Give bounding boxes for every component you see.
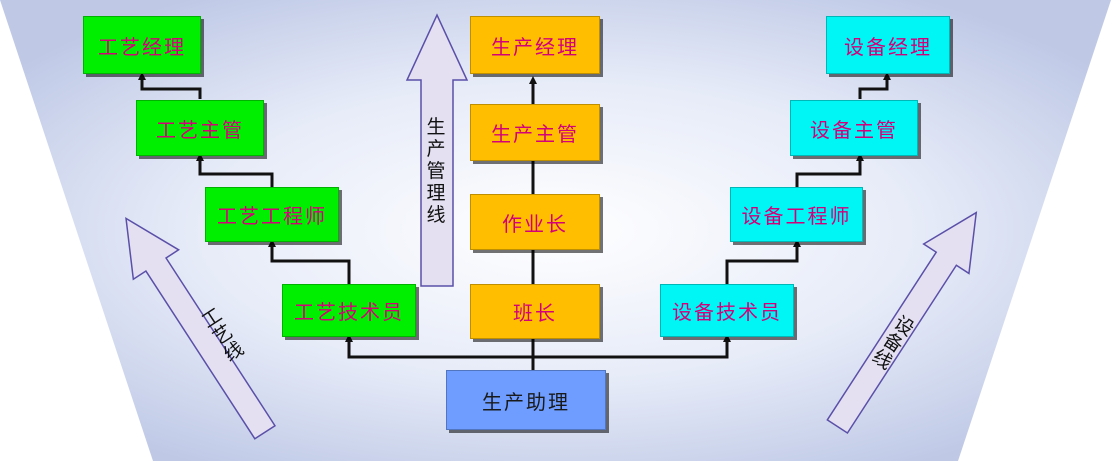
- production-supervisor-box: 生产主管: [470, 104, 600, 161]
- equipment-line-arrow: [826, 211, 978, 435]
- process-line-arrow: [125, 216, 277, 440]
- connector-process-mgr-to-manager: [138, 72, 202, 99]
- process-engineer-box: 工艺工程师: [205, 187, 339, 242]
- equipment-engineer-box: 设备工程师: [730, 187, 863, 242]
- foreman-box: 作业长: [470, 194, 600, 250]
- production-line-label: 生产管理线: [426, 116, 446, 226]
- connector-process-tech-to-eng: [268, 239, 351, 284]
- process-manager-box: 工艺经理: [83, 16, 201, 74]
- equipment-supervisor-box: 设备主管: [790, 100, 918, 156]
- production-assistant-box: 生产助理: [446, 370, 606, 430]
- connector-root-to-equipment: [533, 334, 731, 359]
- production-manager-box: 生产经理: [470, 16, 600, 74]
- equipment-manager-box: 设备经理: [826, 16, 950, 74]
- connector-process-eng-to-mgr: [196, 153, 274, 187]
- connector-equipment-eng-to-mgr: [795, 153, 864, 187]
- process-supervisor-box: 工艺主管: [136, 100, 264, 156]
- production-line-arrow: [405, 13, 469, 287]
- process-technician-box: 工艺技术员: [282, 284, 416, 337]
- connector-equipment-tech-to-eng: [725, 239, 801, 284]
- equipment-technician-box: 设备技术员: [660, 284, 794, 337]
- connector-equipment-mgr-to-manager: [858, 72, 891, 99]
- connector-root-to-process: [345, 334, 533, 359]
- team-leader-box: 班长: [470, 284, 600, 339]
